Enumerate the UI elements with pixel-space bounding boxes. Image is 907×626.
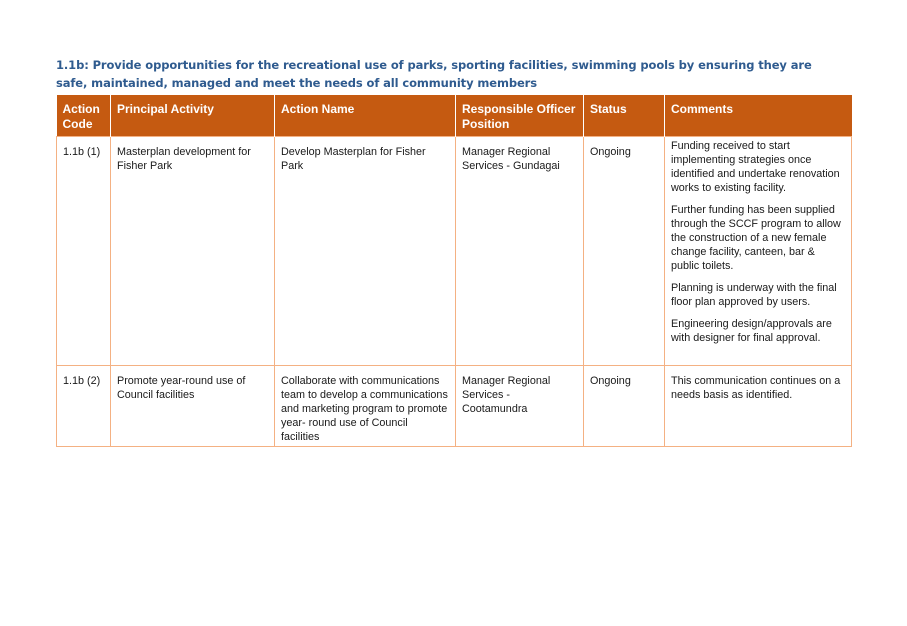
cell-action-name: Collaborate with communications team to … (274, 365, 456, 447)
column-header-action-code: Action Code (56, 95, 111, 137)
comment-paragraph: This communication continues on a needs … (671, 375, 841, 401)
column-header-action-name: Action Name (274, 95, 456, 137)
column-header-status: Status (583, 95, 665, 137)
column-header-principal-activity: Principal Activity (110, 95, 275, 137)
table-row: 1.1b (1) Masterplan development for Fish… (56, 136, 852, 366)
comment-paragraph: Further funding has been supplied throug… (671, 204, 841, 272)
section-heading: 1.1b: Provide opportunities for the recr… (56, 58, 812, 90)
table-header-row: Action Code Principal Activity Action Na… (56, 95, 852, 137)
table-row: 1.1b (2) Promote year-round use of Counc… (56, 365, 852, 447)
comment-paragraph: Funding received to start implementing s… (671, 140, 840, 194)
cell-principal-activity: Masterplan development for Fisher Park (110, 136, 275, 366)
column-header-comments: Comments (664, 95, 852, 137)
cell-responsible-officer: Manager Regional Services - Gundagai (455, 136, 584, 366)
cell-action-name: Develop Masterplan for Fisher Park (274, 136, 456, 366)
cell-comments: This communication continues on a needs … (664, 365, 852, 447)
cell-comments: Funding received to start implementing s… (664, 136, 852, 366)
actions-table: Action Code Principal Activity Action Na… (56, 95, 852, 447)
comment-paragraph: Planning is underway with the final floo… (671, 282, 837, 308)
comment-paragraph: Engineering design/approvals are with de… (671, 318, 832, 344)
cell-status: Ongoing (583, 365, 665, 447)
column-header-responsible-officer: Responsible Officer Position (455, 95, 584, 137)
cell-responsible-officer: Manager Regional Services - Cootamundra (455, 365, 584, 447)
cell-status: Ongoing (583, 136, 665, 366)
cell-principal-activity: Promote year-round use of Council facili… (110, 365, 275, 447)
cell-action-code: 1.1b (1) (56, 136, 111, 366)
cell-action-code: 1.1b (2) (56, 365, 111, 447)
